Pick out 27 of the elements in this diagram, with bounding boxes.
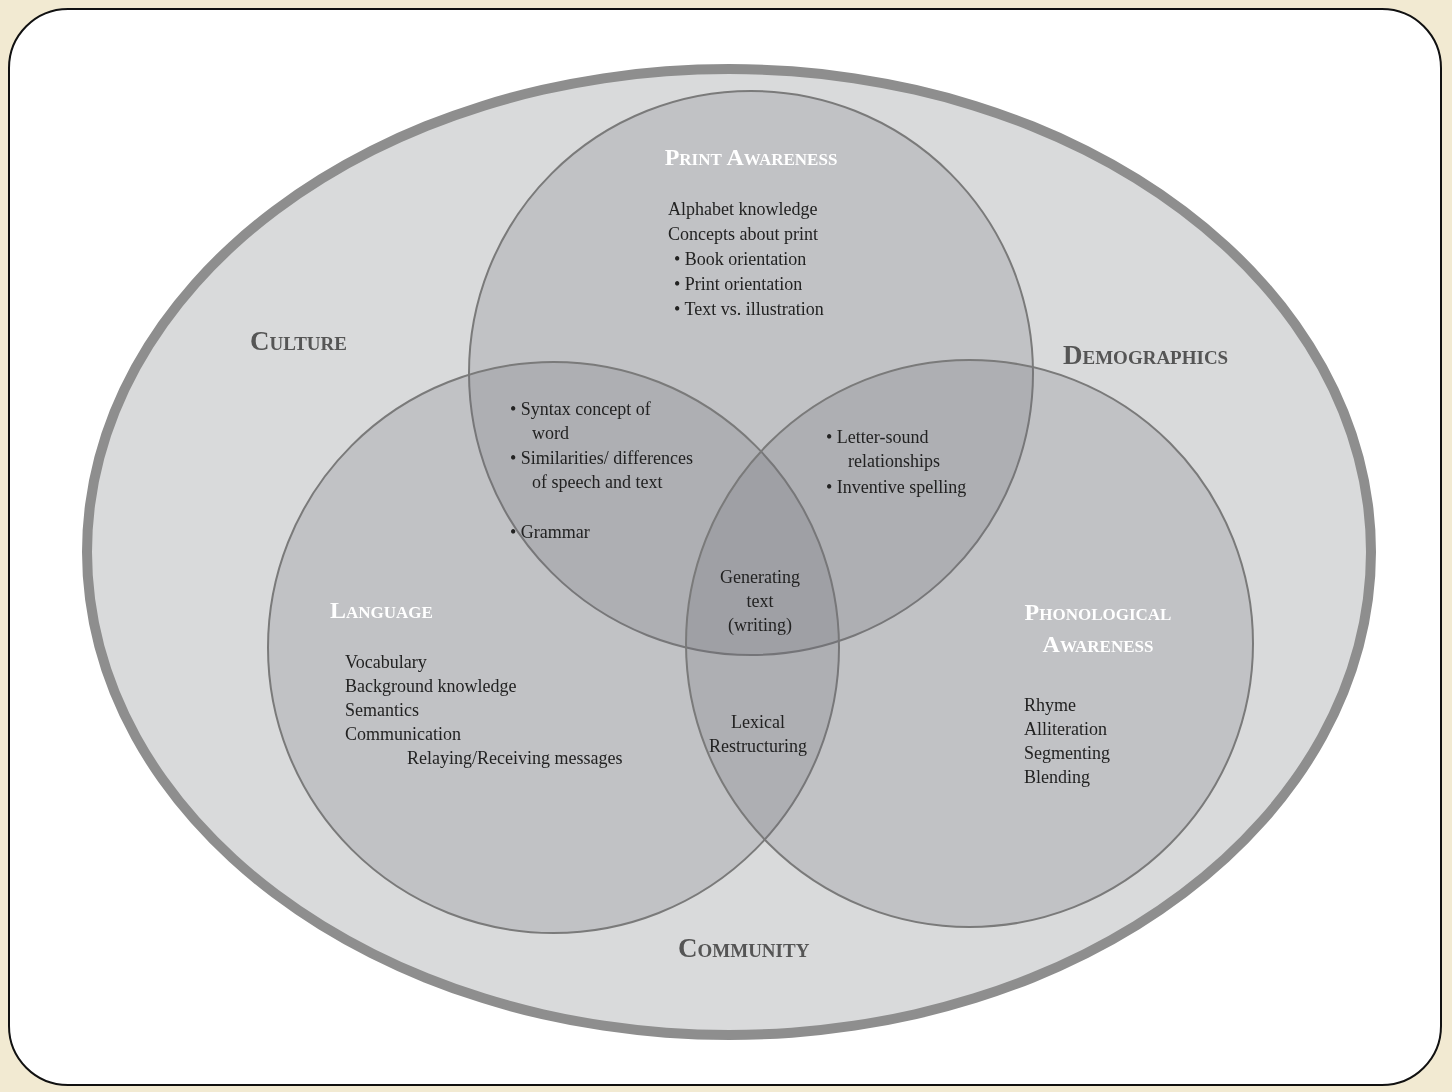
list-item: • Text vs. illustration (674, 298, 824, 321)
context-label: Community (678, 933, 810, 964)
overlap-text: • Similarities/ differences of speech and text (510, 447, 694, 494)
list-item: Semantics (345, 699, 419, 722)
list-item: Vocabulary (345, 651, 427, 674)
list-item: Alliteration (1024, 718, 1107, 741)
list-item: Background knowledge (345, 675, 517, 698)
circle-heading: Phonological Awareness (1023, 598, 1173, 659)
list-item: • Print orientation (674, 273, 803, 296)
list-item: Concepts about print (668, 223, 818, 246)
list-item: • Book orientation (674, 248, 807, 271)
circle-heading: Print Awareness (664, 143, 838, 172)
list-item: Relaying/Receiving messages (407, 747, 623, 770)
circle-heading: Language (330, 596, 433, 625)
list-item: Blending (1024, 766, 1090, 789)
context-label: Culture (250, 326, 347, 357)
list-item: Communication (345, 723, 461, 746)
overlap-text: • Letter-sound relationships (826, 426, 941, 473)
overlap-text: • Grammar (510, 521, 591, 544)
overlap-text: • Inventive spelling (826, 476, 968, 499)
list-item: Segmenting (1024, 742, 1110, 765)
context-label: Demographics (1063, 340, 1229, 371)
list-item: Rhyme (1024, 694, 1076, 717)
overlap-text: • Syntax concept of word (510, 398, 652, 445)
list-item: Alphabet knowledge (668, 198, 818, 221)
overlap-text: Lexical Restructuring (708, 711, 808, 758)
overlap-text: Generating text (writing) (719, 566, 801, 637)
